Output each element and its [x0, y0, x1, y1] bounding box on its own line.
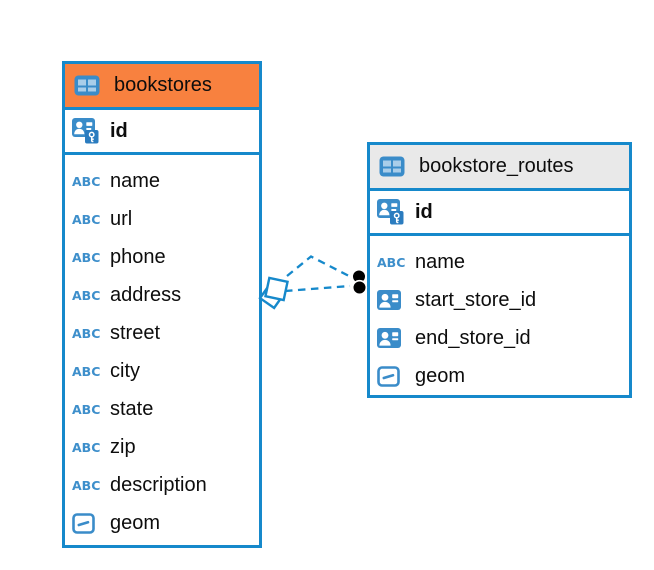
text-icon: ABC — [72, 401, 101, 417]
column-row-id[interactable]: id — [370, 191, 629, 236]
column-row-url[interactable]: ABC url — [65, 200, 259, 238]
text-icon: ABC — [72, 477, 101, 493]
table-icon — [74, 75, 104, 96]
primary-key-icon — [72, 117, 102, 145]
dot-marker[interactable] — [351, 268, 368, 296]
column-row-description[interactable]: ABC description — [65, 466, 259, 504]
column-name: geom — [110, 511, 161, 534]
column-name: street — [110, 321, 161, 344]
geometry-icon — [377, 365, 407, 387]
column-row-name[interactable]: ABC name — [65, 162, 259, 200]
column-name: name — [415, 250, 466, 273]
column-row-phone[interactable]: ABC phone — [65, 238, 259, 276]
column-name: state — [110, 397, 154, 420]
text-icon: ABC — [72, 211, 101, 227]
column-name: start_store_id — [415, 288, 537, 311]
column-row-state[interactable]: ABC state — [65, 390, 259, 428]
text-icon: ABC — [72, 173, 101, 189]
geometry-icon — [72, 512, 102, 534]
column-name: phone — [110, 245, 166, 268]
diamond-marker[interactable] — [258, 276, 289, 310]
column-name: description — [110, 473, 207, 496]
text-icon: ABC — [377, 254, 406, 270]
column-row-geom[interactable]: geom — [370, 357, 629, 395]
column-row-zip[interactable]: ABC zip — [65, 428, 259, 466]
column-row-end_store_id[interactable]: end_store_id — [370, 319, 629, 357]
primary-key-icon — [377, 198, 407, 226]
column-name: geom — [415, 364, 466, 387]
table-bookstore-routes[interactable]: bookstore_routes id ABC name start_store_i… — [367, 142, 632, 398]
relationship-line-1[interactable] — [286, 255, 350, 278]
reference-icon — [377, 328, 407, 348]
column-name: name — [110, 169, 161, 192]
table-title: bookstores — [114, 74, 212, 96]
text-icon: ABC — [72, 287, 101, 303]
column-name: zip — [110, 435, 136, 458]
column-row-id[interactable]: id — [65, 110, 259, 155]
column-row-city[interactable]: ABC city — [65, 352, 259, 390]
table-icon — [379, 156, 409, 177]
column-name: id — [415, 200, 433, 223]
column-row-name[interactable]: ABC name — [370, 243, 629, 281]
table-header-bookstore-routes[interactable]: bookstore_routes — [370, 145, 629, 191]
column-row-street[interactable]: ABC street — [65, 314, 259, 352]
text-icon: ABC — [72, 439, 101, 455]
column-row-address[interactable]: ABC address — [65, 276, 259, 314]
column-row-geom[interactable]: geom — [65, 504, 259, 542]
text-icon: ABC — [72, 249, 101, 265]
column-name: end_store_id — [415, 326, 531, 349]
column-name: id — [110, 119, 128, 142]
reference-icon — [377, 290, 407, 310]
text-icon: ABC — [72, 325, 101, 341]
text-icon: ABC — [72, 363, 101, 379]
column-name: url — [110, 207, 133, 230]
table-title: bookstore_routes — [419, 155, 574, 177]
column-name: address — [110, 283, 182, 306]
table-header-bookstores[interactable]: bookstores — [65, 64, 259, 110]
column-name: city — [110, 359, 140, 382]
column-row-start_store_id[interactable]: start_store_id — [370, 281, 629, 319]
relationship-line-2[interactable] — [284, 284, 351, 293]
